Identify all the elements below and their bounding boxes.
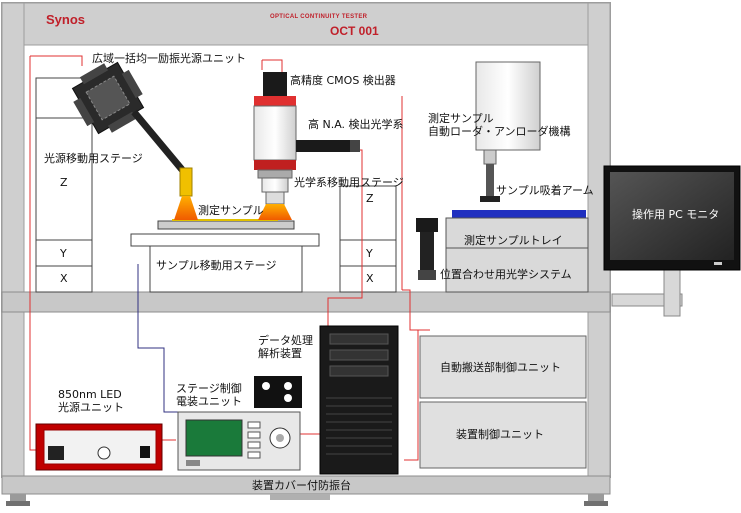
stage-controller-label: ステージ制御 電装ユニット [176, 382, 242, 408]
pc-monitor [603, 165, 741, 317]
brand-logo: Synos [46, 12, 86, 27]
sample-stage [130, 219, 320, 293]
controller-box [254, 376, 302, 408]
detector-assembly [253, 72, 360, 220]
cabinet-frame [1, 2, 611, 506]
control-units [419, 335, 587, 469]
led-unit [35, 423, 163, 471]
source-stage-z: Z [60, 176, 68, 189]
optics-stage-y: Y [366, 247, 373, 260]
source-stage-y: Y [60, 247, 67, 260]
led-unit-label: 850nm LED 光源ユニット [58, 388, 124, 414]
optics-stage-label: 光学系移動用ステージ [294, 176, 404, 189]
stage-controller-unit [177, 411, 301, 471]
suction-arm-label: サンプル吸着アーム [496, 184, 594, 197]
pc-monitor-label: 操作用 PC モニタ [632, 208, 720, 221]
optics-stage-x: X [366, 272, 374, 285]
cmos-detector-label: 高精度 CMOS 検出器 [290, 74, 396, 87]
wide-light-source-label: 広域一括均一励振光源ユニット [92, 52, 246, 65]
stage-cables [137, 264, 178, 413]
wide-light-source-unit [71, 61, 198, 220]
data-processor-label: データ処理 解析装置 [258, 334, 313, 360]
device-controller-label: 装置制御ユニット [456, 428, 544, 441]
base-label: 装置カバー付防振台 [252, 479, 351, 492]
source-stage-x: X [60, 272, 68, 285]
data-processor-tower [319, 325, 399, 475]
optics-stage-z: Z [366, 192, 374, 205]
high-na-optics-label: 高 N.A. 検出光学系 [308, 118, 404, 131]
model-number: OCT 001 [330, 24, 379, 38]
transport-controller-label: 自動搬送部制御ユニット [440, 361, 561, 374]
sample-label: 測定サンプル [198, 204, 264, 217]
source-stage-label: 光源移動用ステージ [44, 152, 143, 165]
sample-loader [475, 61, 541, 202]
sample-stage-label: サンプル移動用ステージ [156, 259, 277, 272]
sample-tray-label: 測定サンプルトレイ [464, 234, 563, 247]
alignment-optics [416, 218, 438, 280]
sample-tray-group [445, 210, 589, 293]
product-line: OPTICAL CONTINUITY TESTER [270, 14, 368, 20]
alignment-optics-label: 位置合わせ用光学システム [440, 268, 572, 281]
loader-label: 測定サンプル 自動ローダ・アンローダ機構 [428, 112, 571, 138]
optics-stage-column [339, 185, 397, 293]
